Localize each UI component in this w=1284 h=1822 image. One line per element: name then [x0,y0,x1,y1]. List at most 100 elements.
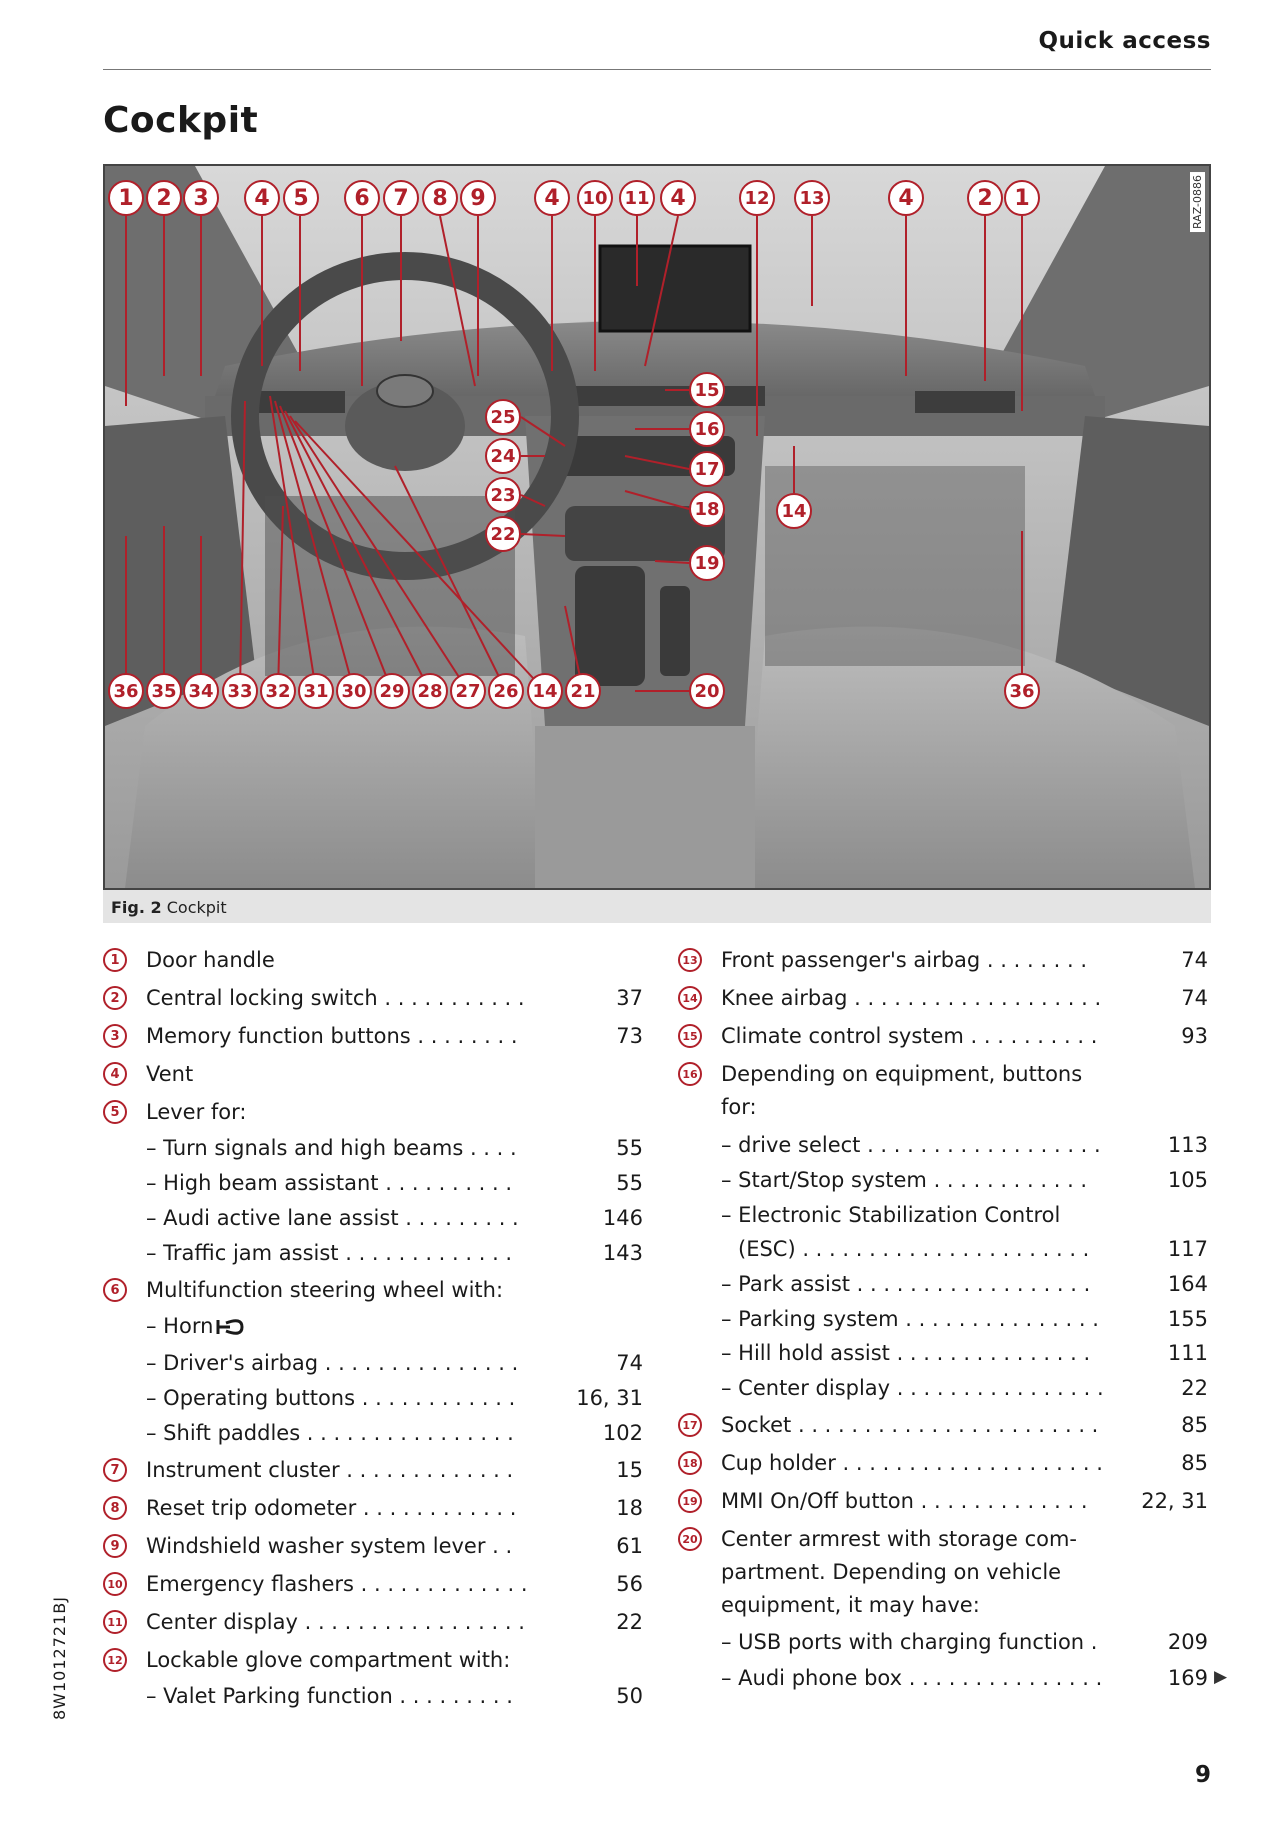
callout: 10 [577,180,613,216]
legend-text: Central locking switch . . . . . . . . .… [146,986,525,1010]
callout: 11 [619,180,655,216]
legend-text: Center display . . . . . . . . . . . . .… [146,1610,525,1634]
legend-page: 74 [1181,986,1208,1010]
page-title: Cockpit [103,100,259,141]
legend-text: Cup holder . . . . . . . . . . . . . . .… [721,1451,1103,1475]
callout: 33 [222,673,258,709]
legend-text: Reset trip odometer . . . . . . . . . . … [146,1496,517,1520]
legend-page: 73 [616,1024,643,1048]
page-number: 9 [1194,1762,1211,1788]
legend-page: 56 [616,1572,643,1596]
callout: 7 [383,180,419,216]
legend-text: equipment, it may have: [721,1593,980,1617]
callout: 6 [344,180,380,216]
legend-page: 143 [602,1241,643,1265]
legend-page: 146 [602,1206,643,1230]
legend-number: 20 [678,1527,702,1551]
legend-text: – Turn signals and high beams . . . . [146,1136,517,1160]
legend-text: – Parking system . . . . . . . . . . . .… [721,1307,1099,1331]
figure-ref-code: RAZ-0886 [1190,172,1205,233]
legend-text: MMI On/Off button . . . . . . . . . . . … [721,1489,1088,1513]
legend-number: 7 [103,1458,127,1482]
legend-text: – USB ports with charging function . [721,1630,1098,1654]
legend-text: – Operating buttons . . . . . . . . . . … [146,1386,516,1410]
legend-text: Depending on equipment, buttons [721,1062,1083,1086]
legend-text: Lockable glove compartment with: [146,1648,511,1672]
callout: 4 [244,180,280,216]
callout: 4 [660,180,696,216]
legend-text: – Electronic Stabilization Control [721,1203,1061,1227]
legend-page: 111 [1167,1341,1208,1365]
legend-page: 55 [616,1171,643,1195]
legend-number: 10 [103,1572,127,1596]
callout: 8 [422,180,458,216]
legend-page: 169 [1167,1666,1208,1690]
legend-page: 102 [602,1421,643,1445]
legend-text: Socket . . . . . . . . . . . . . . . . .… [721,1413,1099,1437]
callout: 25 [485,399,521,435]
caption-text: Cockpit [166,898,227,917]
legend-text: – Shift paddles . . . . . . . . . . . . … [146,1421,514,1445]
callout: 20 [689,673,725,709]
section-title: Quick access [1038,28,1211,54]
callout: 22 [485,516,521,552]
callout: 2 [146,180,182,216]
legend-number: 13 [678,948,702,972]
horn-icon [216,1319,244,1335]
callout: 1 [1004,180,1040,216]
legend-text: Front passenger's airbag . . . . . . . . [721,948,1088,972]
legend-text: Windshield washer system lever . . [146,1534,513,1558]
legend-page: 113 [1167,1133,1208,1157]
legend-number: 8 [103,1496,127,1520]
legend-page: 55 [616,1136,643,1160]
legend-text: – Traffic jam assist . . . . . . . . . .… [146,1241,513,1265]
legend-text: – Start/Stop system . . . . . . . . . . … [721,1168,1088,1192]
legend-text: Door handle [146,948,275,972]
callout: 32 [260,673,296,709]
legend-page: 50 [616,1684,643,1708]
figure-caption: Fig. 2 Cockpit [103,890,1211,923]
callout: 15 [689,372,725,408]
legend-number: 18 [678,1451,702,1475]
callout: 31 [298,673,334,709]
cockpit-figure: RAZ-0886 1 2 3 4 5 6 7 8 9 4 10 11 4 12 … [103,164,1211,890]
callout: 14 [776,493,812,529]
callout: 23 [485,477,521,513]
legend-number: 12 [103,1648,127,1672]
caption-label: Fig. 2 [111,898,162,917]
legend-text: Emergency flashers . . . . . . . . . . .… [146,1572,528,1596]
legend-text: – High beam assistant . . . . . . . . . … [146,1171,513,1195]
callout: 24 [485,438,521,474]
legend-number: 2 [103,986,127,1010]
cockpit-illustration [105,166,1209,888]
legend-page: 105 [1167,1168,1208,1192]
legend-text: Lever for: [146,1100,247,1124]
legend-page: 117 [1167,1237,1208,1261]
legend-text: – Audi active lane assist . . . . . . . … [146,1206,519,1230]
callout: 14 [527,673,563,709]
callout: 36 [1004,673,1040,709]
callout: 19 [689,545,725,581]
legend-page: 155 [1167,1307,1208,1331]
legend-text: partment. Depending on vehicle [721,1560,1062,1584]
legend-number: 5 [103,1100,127,1124]
legend-page: 18 [616,1496,643,1520]
legend-page: 85 [1181,1413,1208,1437]
legend-text: – Horn [146,1314,214,1338]
legend-page: 16, 31 [576,1386,643,1410]
legend-page: 74 [616,1351,643,1375]
callout: 2 [967,180,1003,216]
legend-text: for: [721,1095,757,1119]
legend-text: (ESC) . . . . . . . . . . . . . . . . . … [738,1237,1090,1261]
legend-page: 74 [1181,948,1208,972]
callout: 5 [283,180,319,216]
legend-page: 22 [1181,1376,1208,1400]
callout: 30 [336,673,372,709]
legend-number: 1 [103,948,127,972]
legend-number: 17 [678,1413,702,1437]
callout: 18 [689,491,725,527]
side-code: 8W1012721BJ [50,1596,69,1720]
legend-text: – Park assist . . . . . . . . . . . . . … [721,1272,1091,1296]
callout: 27 [450,673,486,709]
callout: 29 [374,673,410,709]
